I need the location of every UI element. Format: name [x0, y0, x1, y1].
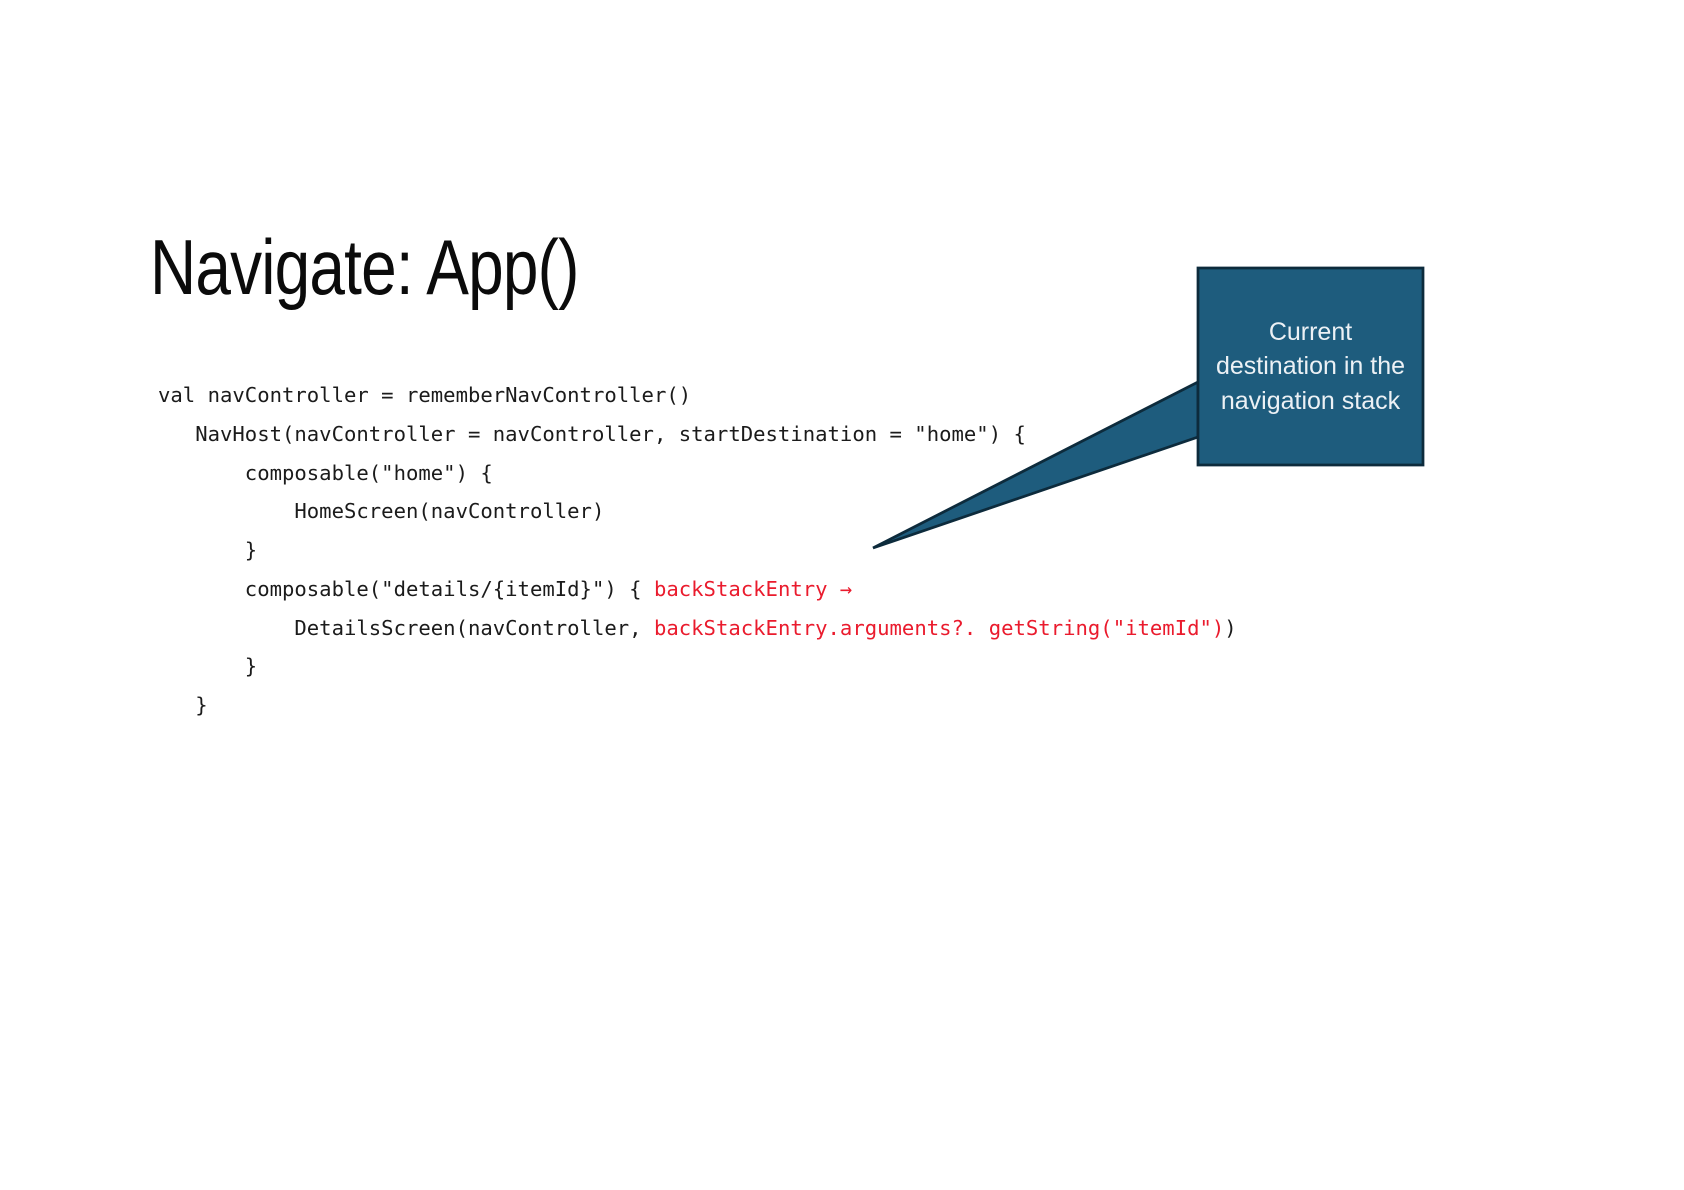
code-segment: }: [158, 654, 258, 679]
code-segment-highlight: backStackEntry.arguments?. getString("it…: [653, 615, 1225, 640]
code-line: composable("details/{itemId}") { backSta…: [158, 570, 1237, 609]
code-segment: }: [158, 538, 258, 562]
code-segment-highlight: backStackEntry →: [653, 576, 853, 601]
callout-shape: [872, 266, 1425, 550]
code-line: DetailsScreen(navController, backStackEn…: [158, 609, 1237, 648]
callout-box: [1196, 266, 1425, 467]
code-line: NavHost(navController = navController, s…: [158, 415, 1237, 454]
code-line: }: [158, 531, 1237, 570]
code-segment: val navController = rememberNavControlle…: [158, 383, 692, 407]
code-line: }: [158, 686, 1237, 725]
slide-title: Navigate: App(): [150, 223, 579, 311]
callout-text: Current destination in the navigation st…: [1215, 317, 1406, 415]
code-line: HomeScreen(navController): [158, 492, 1237, 531]
code-segment: ): [1224, 615, 1237, 640]
code-block: val navController = rememberNavControlle…: [158, 376, 1237, 725]
code-segment: }: [158, 693, 208, 717]
code-segment: composable("details/{itemId}") {: [158, 576, 654, 601]
code-segment: NavHost(navController = navController, s…: [158, 421, 1026, 446]
code-segment: composable("home") {: [158, 460, 493, 485]
code-segment: HomeScreen(navController): [158, 499, 605, 524]
code-segment: DetailsScreen(navController,: [158, 615, 654, 640]
code-line: val navController = rememberNavControlle…: [158, 376, 1237, 415]
code-line: composable("home") {: [158, 454, 1237, 493]
callout-tail: [872, 379, 1200, 550]
code-line: }: [158, 647, 1237, 686]
